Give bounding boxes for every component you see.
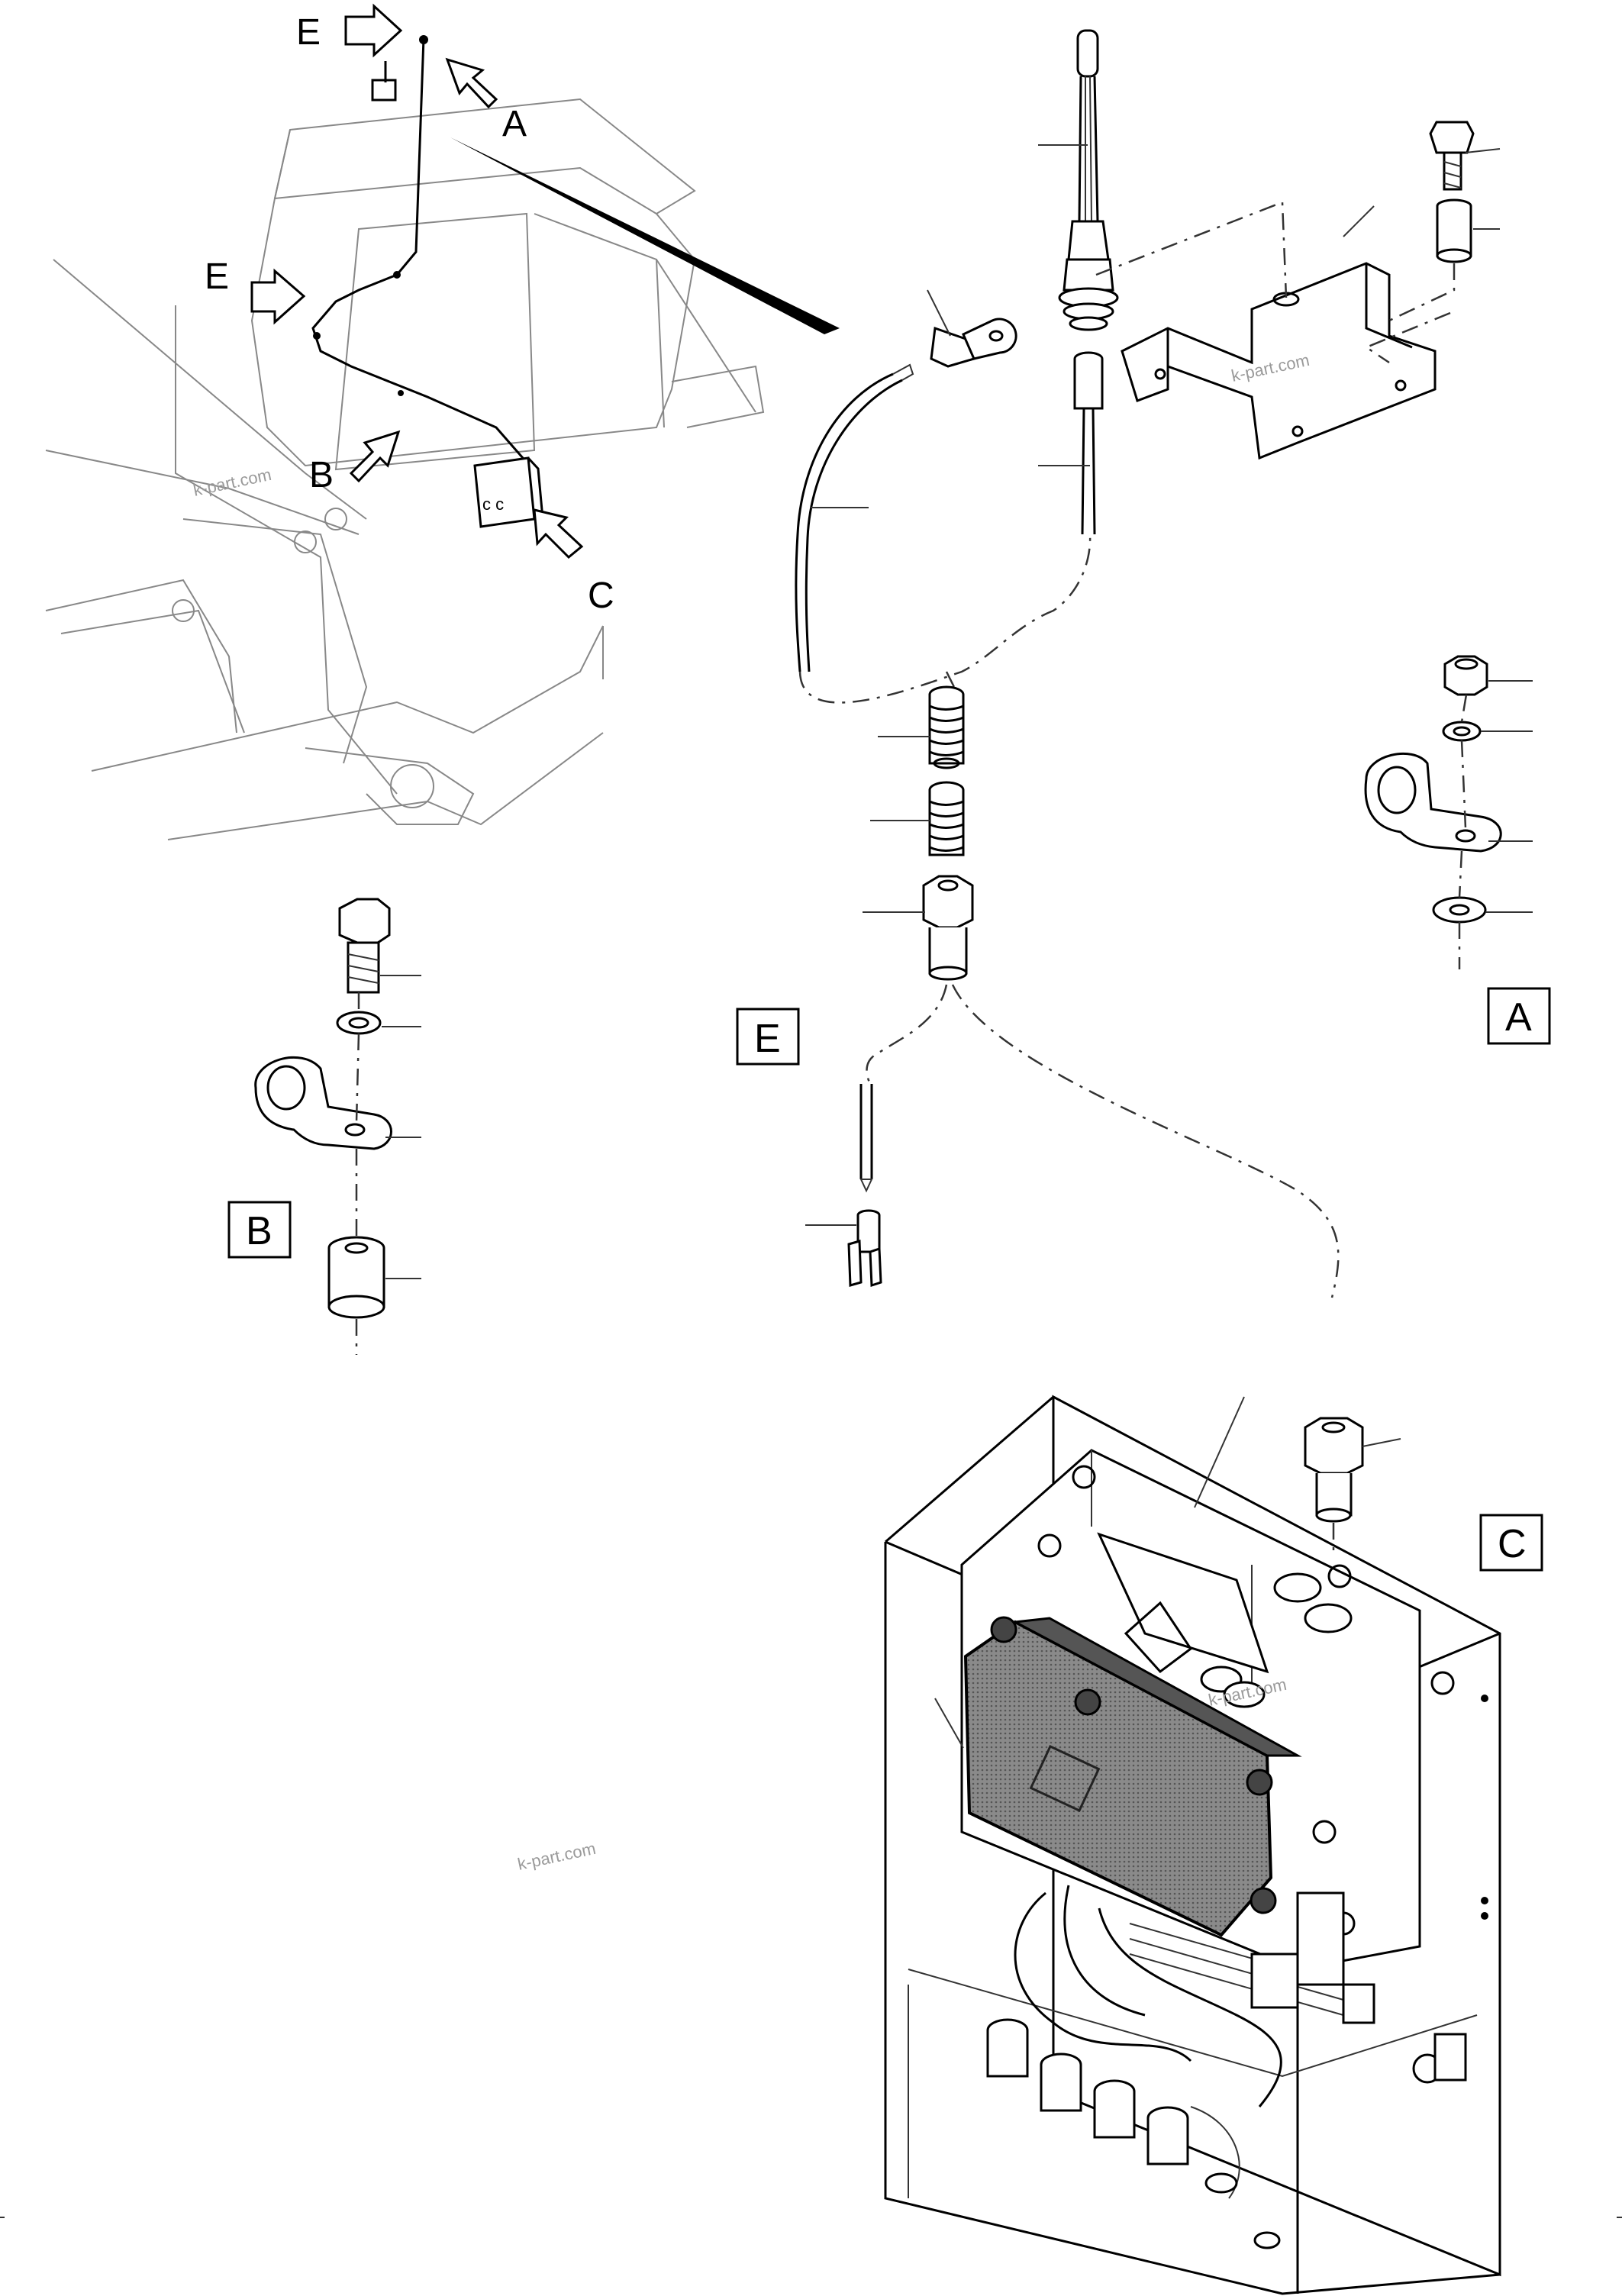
coax-cable	[795, 363, 914, 672]
washer-b	[336, 1011, 382, 1035]
detail-box-b-label: B	[246, 1209, 272, 1253]
detail-box-b	[227, 1201, 292, 1259]
washer-a-lower	[1432, 896, 1487, 924]
detail-c-cabinet	[884, 1395, 1501, 2295]
leader-cabinet-housing	[1194, 1396, 1245, 1508]
washer-a-upper	[1442, 721, 1482, 742]
bracket-spacer	[1436, 198, 1472, 263]
cable-glands-bottom	[986, 2018, 1238, 2194]
detail-b-parts	[254, 898, 421, 1355]
relay-module	[1097, 1532, 1353, 1708]
detail-box-e-label: E	[754, 1017, 781, 1061]
detail-box-a-label: A	[1505, 995, 1532, 1040]
lock-nut	[1443, 655, 1488, 696]
antenna-pointer-stroke	[450, 137, 840, 334]
spacer-b	[327, 1236, 385, 1319]
antenna-connector-pin	[1073, 351, 1104, 535]
callout-label-a: A	[502, 104, 527, 144]
cabinet-gland	[1304, 1417, 1364, 1523]
detail-a-parts	[1364, 655, 1533, 969]
coax-route-dashline	[798, 534, 1092, 704]
detail-box-a	[1487, 987, 1551, 1045]
watermark-1: k-part.com	[192, 465, 273, 500]
antenna-mount-small	[371, 61, 397, 102]
callout-label-e-mid: E	[205, 256, 229, 297]
callout-label-c: C	[588, 576, 614, 616]
arrow-e-top	[344, 3, 403, 58]
ecu-controller	[963, 1616, 1302, 1937]
boom-arms	[45, 259, 604, 840]
arrow-e-mid	[250, 268, 306, 325]
leader-bolt	[1465, 148, 1501, 153]
antenna-cable-route	[311, 35, 528, 489]
detail-box-c-label: C	[1498, 1522, 1527, 1566]
grommet-lower	[928, 781, 965, 856]
callout-label-e-top: E	[296, 12, 321, 53]
cable-gland	[922, 875, 974, 981]
antenna-rod	[1058, 29, 1119, 331]
leader-ring-terminal	[927, 289, 951, 337]
bracket-bolt	[1429, 121, 1475, 191]
grommet-upper	[928, 685, 965, 769]
gland-to-ecu-dashline	[951, 984, 1340, 1298]
callout-arrows	[250, 3, 584, 559]
arrow-c	[533, 508, 584, 559]
arrow-b	[349, 430, 401, 483]
terminal-strip	[1250, 1891, 1467, 2249]
detail-e-parts	[805, 685, 1340, 1298]
p-clamp-b	[254, 1056, 392, 1150]
detail-box-c	[1479, 1514, 1543, 1572]
svg-text:ᴄ ᴄ: ᴄ ᴄ	[482, 495, 504, 514]
leader-cabinet-gland	[1362, 1438, 1401, 1447]
antenna-bracket	[1095, 201, 1451, 460]
ecu-box-small: ᴄ ᴄ	[473, 456, 545, 530]
ring-terminal	[930, 318, 1017, 368]
arrow-a	[445, 57, 498, 109]
p-clamp-a	[1364, 752, 1502, 853]
crimp-terminal	[847, 1209, 882, 1288]
wire-end	[859, 1084, 873, 1193]
callout-label-b: B	[309, 455, 334, 495]
machine-cab-overview: ᴄ ᴄ	[45, 35, 840, 840]
leader-ecu-controller	[934, 1698, 964, 1749]
leader-bracket	[1343, 205, 1375, 237]
watermark-4: k-part.com	[516, 1839, 598, 1874]
antenna-assembly	[795, 29, 1501, 704]
hex-bolt-b	[338, 898, 391, 994]
cab-body-outline	[250, 98, 765, 471]
detail-box-e	[736, 1008, 800, 1066]
